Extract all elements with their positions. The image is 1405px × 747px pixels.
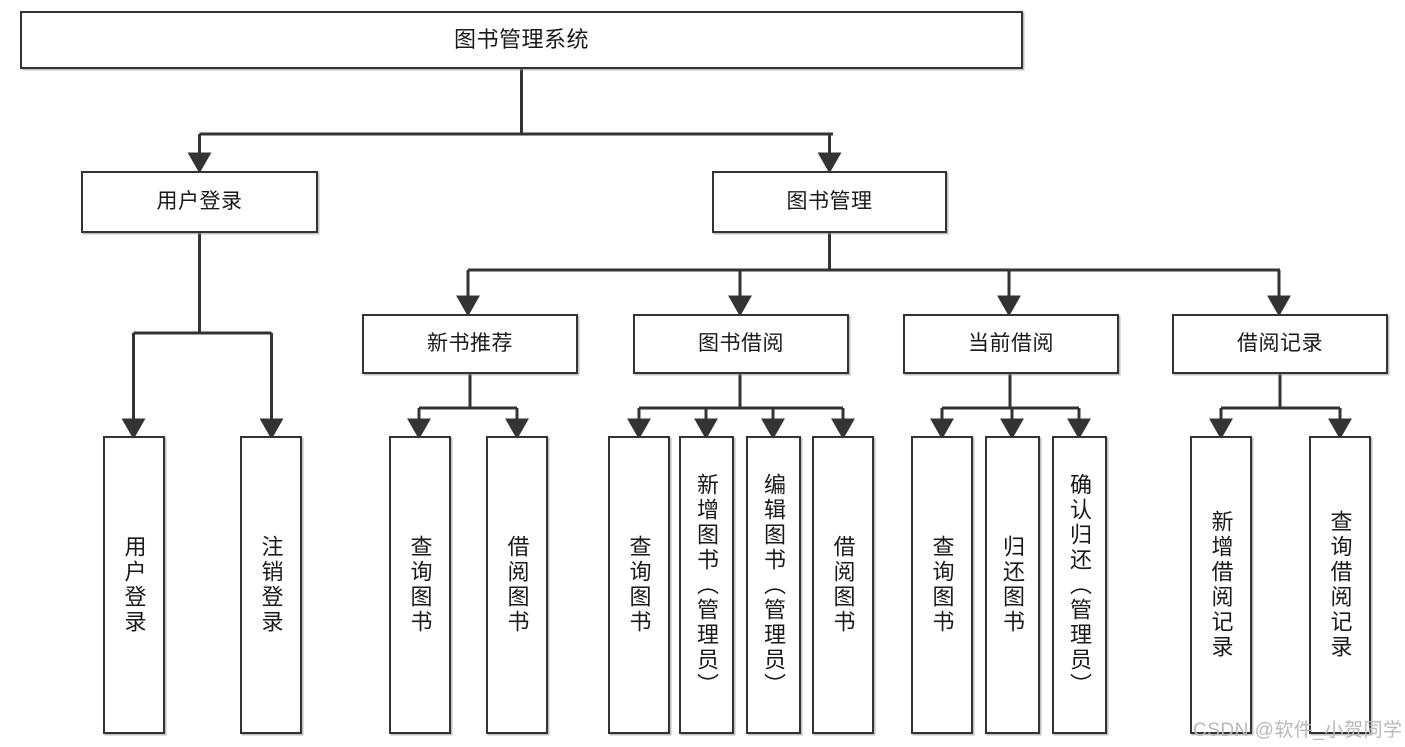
node-leaf-confirm-return[interactable]: 确认归还（管理员） <box>1052 436 1107 734</box>
node-leaf-return-book[interactable]: 归还图书 <box>985 436 1040 734</box>
node-root[interactable]: 图书管理系统 <box>20 11 1023 69</box>
node-leaf-query-book-1-label: 查询图书 <box>407 535 433 635</box>
node-leaf-query-record[interactable]: 查询借阅记录 <box>1309 436 1371 734</box>
node-leaf-borrow-book-1[interactable]: 借阅图书 <box>486 436 548 734</box>
node-leaf-add-record-label: 新增借阅记录 <box>1208 510 1234 660</box>
node-leaf-add-book[interactable]: 新增图书（管理员） <box>679 436 734 734</box>
node-leaf-user-login-label: 用户登录 <box>121 535 147 635</box>
node-leaf-return-book-label: 归还图书 <box>1000 535 1026 635</box>
node-leaf-add-record[interactable]: 新增借阅记录 <box>1190 436 1252 734</box>
node-leaf-query-record-label: 查询借阅记录 <box>1327 510 1353 660</box>
node-leaf-confirm-return-label: 确认归还（管理员） <box>1067 472 1093 698</box>
node-leaf-logout[interactable]: 注销登录 <box>240 436 302 734</box>
watermark-text: CSDN @软件_小贺同学 <box>1193 720 1403 741</box>
node-leaf-query-book-3-label: 查询图书 <box>929 535 955 635</box>
node-leaf-borrow-book-2-label: 借阅图书 <box>830 535 856 635</box>
node-leaf-borrow-book-2[interactable]: 借阅图书 <box>812 436 874 734</box>
node-user-login[interactable]: 用户登录 <box>81 171 318 233</box>
node-leaf-add-book-label: 新增图书（管理员） <box>694 472 720 698</box>
node-leaf-query-book-3[interactable]: 查询图书 <box>911 436 973 734</box>
node-leaf-user-login[interactable]: 用户登录 <box>103 436 165 734</box>
node-user-login-label: 用户登录 <box>156 189 243 213</box>
node-leaf-logout-label: 注销登录 <box>258 535 284 635</box>
node-book-management-label: 图书管理 <box>786 189 873 213</box>
node-leaf-query-book-2-label: 查询图书 <box>626 535 652 635</box>
node-new-book-recommend-label: 新书推荐 <box>427 331 513 355</box>
node-new-book-recommend[interactable]: 新书推荐 <box>362 314 578 374</box>
node-leaf-edit-book-label: 编辑图书（管理员） <box>761 472 787 698</box>
node-borrow-record[interactable]: 借阅记录 <box>1172 314 1388 374</box>
node-current-borrow[interactable]: 当前借阅 <box>903 314 1119 374</box>
node-current-borrow-label: 当前借阅 <box>968 331 1054 355</box>
node-book-borrow-label: 图书借阅 <box>698 331 784 355</box>
node-book-borrow[interactable]: 图书借阅 <box>633 314 849 374</box>
node-leaf-query-book-2[interactable]: 查询图书 <box>608 436 670 734</box>
node-leaf-borrow-book-1-label: 借阅图书 <box>504 535 530 635</box>
node-root-label: 图书管理系统 <box>453 27 589 53</box>
node-leaf-query-book-1[interactable]: 查询图书 <box>389 436 451 734</box>
watermark: CSDN @软件_小贺同学 <box>1193 715 1402 742</box>
node-leaf-edit-book[interactable]: 编辑图书（管理员） <box>746 436 801 734</box>
node-book-management[interactable]: 图书管理 <box>712 171 947 233</box>
node-borrow-record-label: 借阅记录 <box>1237 331 1323 355</box>
